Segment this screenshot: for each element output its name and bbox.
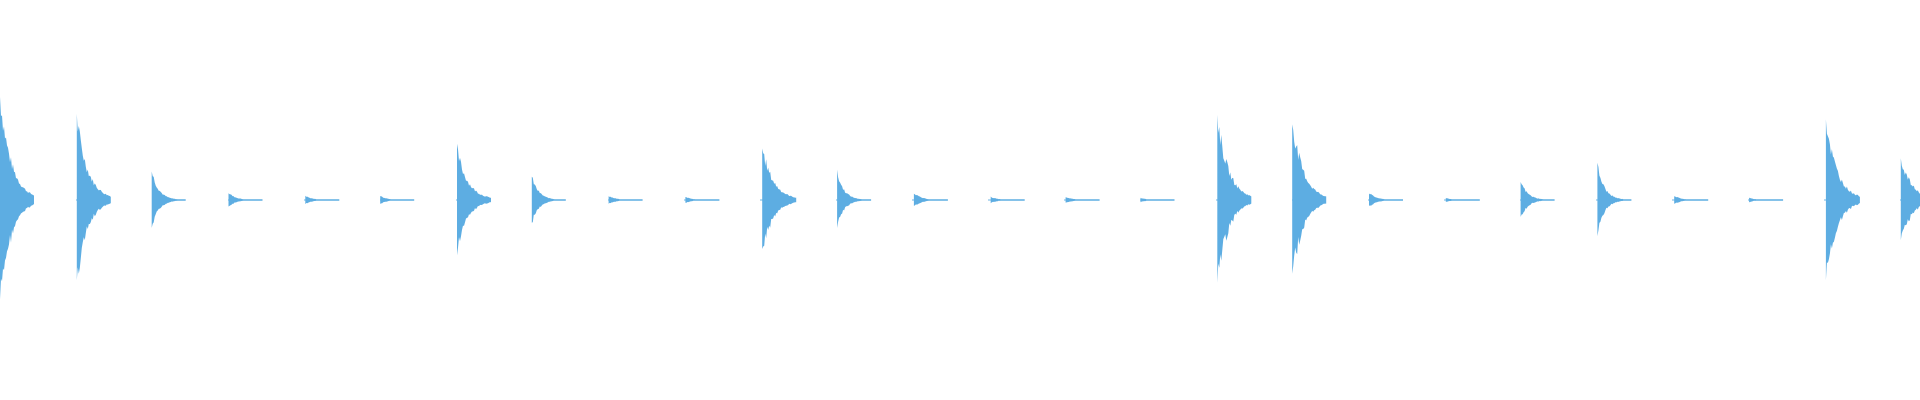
waveform-burst [685,197,720,203]
waveform-bursts [0,97,1920,300]
waveform-burst [1065,197,1100,203]
waveform-burst [380,196,415,204]
waveform-burst [1900,158,1920,241]
waveform-burst [1749,197,1784,203]
waveform-burst [151,171,186,228]
waveform-burst [1825,119,1860,281]
waveform-burst [1597,162,1632,237]
waveform-burst [531,176,566,223]
waveform-burst [608,196,643,204]
waveform-burst [228,193,263,207]
waveform-burst [0,97,34,300]
waveform-burst [1140,197,1175,203]
waveform-burst [913,193,948,206]
waveform-burst [837,169,872,228]
waveform-burst [1369,193,1403,206]
waveform-burst [1217,114,1252,283]
waveform-burst [762,148,797,249]
waveform-burst [457,143,491,256]
waveform-burst [1520,182,1555,217]
waveform-burst [1292,124,1327,274]
waveform-burst [76,113,111,281]
waveform-burst [1674,196,1709,204]
waveform-burst [1445,198,1480,202]
waveform-burst [305,195,340,205]
waveform-burst [990,196,1025,204]
